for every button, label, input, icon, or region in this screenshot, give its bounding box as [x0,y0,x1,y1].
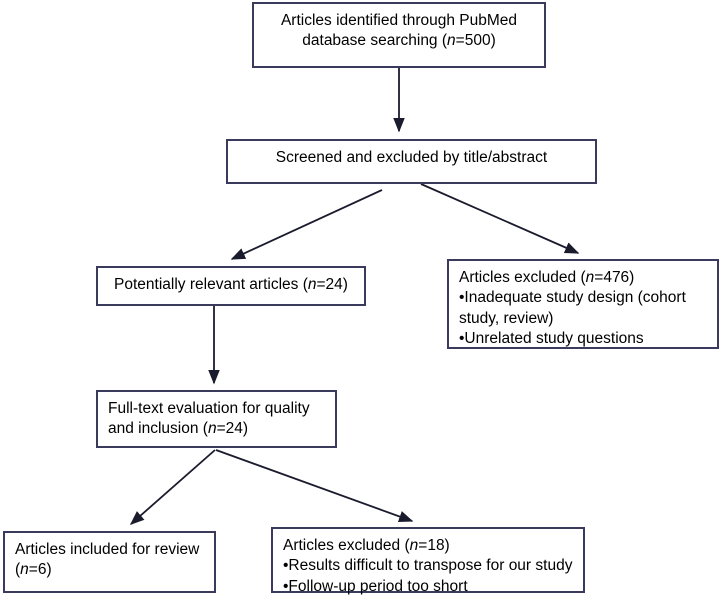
excluded18-line-1-prefix: Articles excluded ( [283,537,410,554]
fulltext-line-2: and inclusion (n=24) [108,419,325,439]
screened-line-1: Screened and excluded by title/abstract [275,149,548,166]
box-potentially-relevant: Potentially relevant articles (n=24) [96,266,366,306]
excluded18-bullet-1: •Results difficult to transpose for our … [283,557,573,575]
excluded476-bullet-1: •Inadequate study design (cohort [459,289,686,307]
identified-line-2-suffix: =500) [455,32,496,50]
included-line-2-prefix: ( [15,561,21,579]
relevant-line-1: Potentially relevant articles (n=24) [108,275,354,295]
relevant-line-1-suffix: =24) [316,276,348,293]
relevant-line-1-prefix: Potentially relevant articles ( [114,276,308,293]
arrow-screened-to-excluded476 [420,183,580,254]
excluded476-n-symbol: n [585,269,595,286]
box-articles-excluded-18: Articles excluded (n=18) •Results diffic… [271,527,585,595]
excluded476-bullet-1-cont: study, review) [459,309,554,327]
excluded18-line-1: Articles excluded (n=18) [283,536,573,556]
excluded476-line-1-prefix: Articles excluded ( [459,269,586,286]
excluded18-n-symbol: n [409,537,419,554]
box-articles-excluded-476: Articles excluded (n=476) •Inadequate st… [447,259,719,349]
identified-line-1: Articles identified through PubMed [280,12,518,29]
arrow-fulltext-to-excluded18 [215,449,414,523]
excluded476-bullet-2: •Unrelated study questions [459,330,644,348]
box-fulltext-evaluation: Full-text evaluation for quality and inc… [96,390,337,448]
included-n-symbol: n [20,561,29,579]
identified-line-2: database searching (n=500) [264,31,534,51]
excluded476-line-1: Articles excluded (n=476) [459,268,707,288]
box-screened-excluded: Screened and excluded by title/abstract [226,139,597,184]
included-line-1: Articles included for review [15,541,200,558]
excluded18-line-1-suffix: =18) [418,537,450,554]
fulltext-line-2-suffix: =24) [216,420,249,438]
excluded18-bullet-2: •Follow-up period too short [283,577,468,595]
identified-line-2-prefix: database searching ( [302,32,448,50]
included-line-2: (n=6) [15,560,204,580]
fulltext-n-symbol: n [207,420,217,438]
relevant-n-symbol: n [307,276,317,293]
excluded476-line-1-suffix: =476) [594,269,635,286]
box-articles-identified: Articles identified through PubMed datab… [252,2,546,68]
identified-n-symbol: n [447,32,456,50]
fulltext-line-1: Full-text evaluation for quality [108,400,310,417]
arrow-screened-to-relevant [230,189,383,260]
included-line-2-suffix: =6) [28,561,52,579]
box-articles-included: Articles included for review (n=6) [3,531,216,593]
arrow-fulltext-to-included [129,449,216,525]
fulltext-line-2-prefix: and inclusion ( [108,420,208,438]
